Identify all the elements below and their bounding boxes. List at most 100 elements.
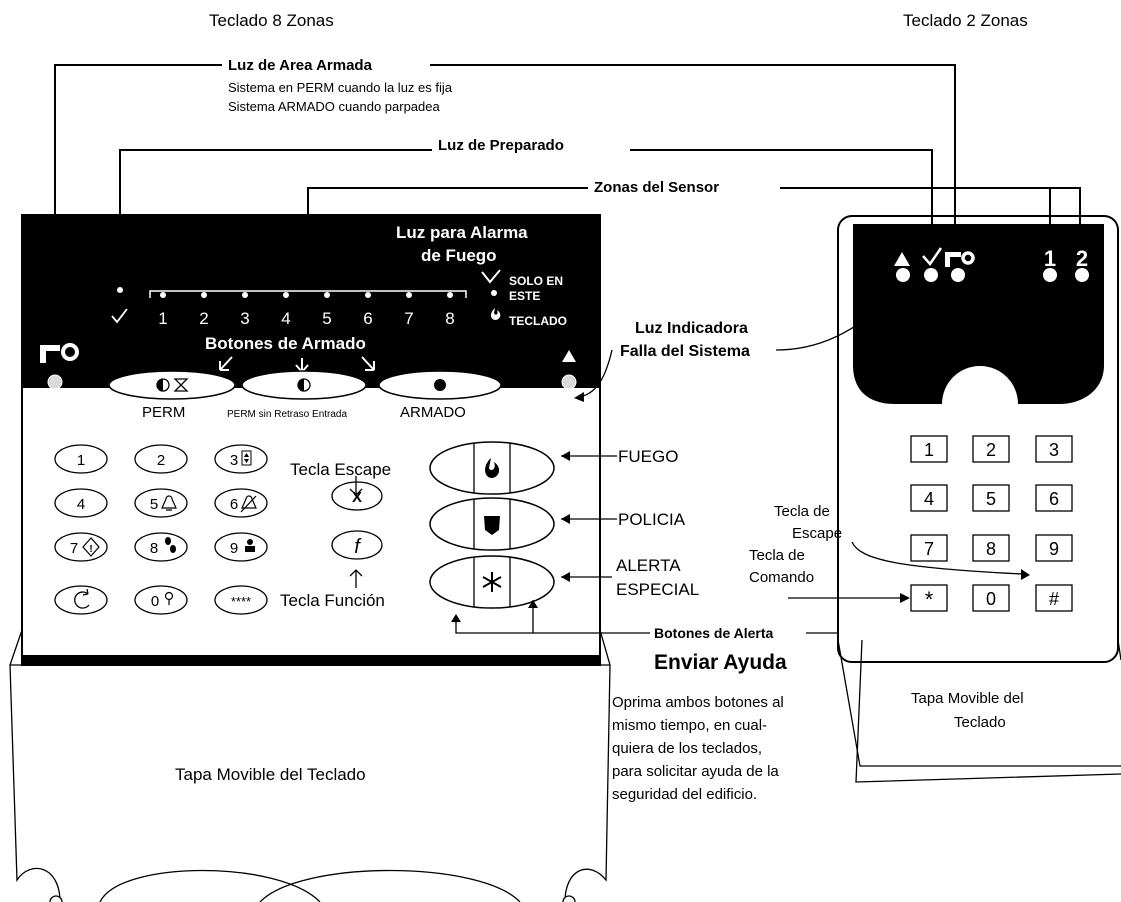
svg-text:2: 2 xyxy=(986,440,996,460)
magnifier-icon xyxy=(164,591,174,605)
key-4[interactable]: 4 xyxy=(910,484,948,512)
key-icon xyxy=(40,343,79,363)
svg-text:0: 0 xyxy=(151,593,159,610)
svg-text:1: 1 xyxy=(77,452,85,469)
svg-text:6: 6 xyxy=(1049,489,1059,509)
armed-button[interactable] xyxy=(378,370,502,400)
key-8[interactable]: 8 xyxy=(134,532,188,562)
svg-text:3: 3 xyxy=(1049,440,1059,460)
escape-right-callout-1: Tecla de xyxy=(774,503,830,520)
zone-led xyxy=(160,292,166,298)
left-keypad-title: Teclado 8 Zonas xyxy=(209,11,334,30)
police-callout: POLICIA xyxy=(618,510,686,529)
escape-key[interactable]: X xyxy=(331,481,383,511)
special-alert-button[interactable] xyxy=(429,555,555,609)
triangle-icon xyxy=(894,252,910,266)
fire-icon xyxy=(490,308,501,320)
svg-text:f: f xyxy=(354,536,362,558)
key-8[interactable]: 8 xyxy=(972,534,1010,562)
alert-buttons-callout: Botones de Alerta xyxy=(654,625,773,641)
armed-label: ARMADO xyxy=(400,404,466,421)
key-7[interactable]: 7 ! xyxy=(54,532,108,562)
svg-text:7: 7 xyxy=(924,539,934,559)
command-key-callout-2: Comando xyxy=(749,569,814,586)
key-7[interactable]: 7 xyxy=(910,534,948,562)
zone-label: 7 xyxy=(404,309,413,328)
police-alert-button[interactable] xyxy=(429,497,555,551)
key-0[interactable]: 0 xyxy=(134,585,188,615)
check-icon xyxy=(922,247,943,267)
key-3[interactable]: 3 xyxy=(1035,435,1073,463)
zone-led xyxy=(447,292,453,298)
svg-text:5: 5 xyxy=(150,496,158,513)
svg-text:8: 8 xyxy=(986,539,996,559)
key-4[interactable]: 4 xyxy=(54,488,108,518)
zone-led xyxy=(365,292,371,298)
left-keypad-cover[interactable] xyxy=(9,629,611,902)
fire-light-callout-line1: Luz para Alarma xyxy=(396,223,528,242)
check-icon xyxy=(111,308,128,324)
key-2[interactable]: 2 xyxy=(134,444,188,474)
right-cover-label-2: Teclado xyxy=(954,714,1006,731)
key-2[interactable]: 2 xyxy=(972,435,1010,463)
svg-text:*: * xyxy=(925,587,934,612)
zone-led xyxy=(1075,268,1089,282)
hourglass-icon xyxy=(173,378,189,392)
redo-key[interactable] xyxy=(54,585,108,615)
help-note-line: para solicitar ayuda de la xyxy=(612,763,779,780)
only-this-keypad-3: TECLADO xyxy=(509,314,567,328)
code-key[interactable]: **** xyxy=(214,585,268,615)
armed-light-callout: Luz de Area Armada xyxy=(228,57,373,74)
trouble-led xyxy=(896,268,910,282)
zone-label: 4 xyxy=(281,309,290,328)
key-9[interactable]: 9 xyxy=(214,532,268,562)
special-alert-callout-2: ESPECIAL xyxy=(616,580,699,599)
svg-text:4: 4 xyxy=(924,489,934,509)
svg-text:9: 9 xyxy=(1049,539,1059,559)
escape-key-callout: Tecla Escape xyxy=(290,460,391,479)
svg-text:0: 0 xyxy=(986,589,996,609)
fire-light-callout-line2: de Fuego xyxy=(421,246,497,265)
svg-text:3: 3 xyxy=(230,452,238,469)
key-9[interactable]: 9 xyxy=(1035,534,1073,562)
only-this-keypad-2: ESTE xyxy=(509,289,540,303)
perm-button[interactable] xyxy=(108,370,236,400)
key-1[interactable]: 1 xyxy=(910,435,948,463)
key-1[interactable]: 1 xyxy=(54,444,108,474)
fire-alert-button[interactable] xyxy=(429,441,555,495)
triangle-icon xyxy=(562,350,576,362)
perm-no-delay-label: PERM sin Retraso Entrada xyxy=(227,409,347,420)
key-6[interactable]: 6 xyxy=(1035,484,1073,512)
send-help-title: Enviar Ayuda xyxy=(654,651,787,674)
key-5[interactable]: 5 xyxy=(972,484,1010,512)
person-icon xyxy=(245,539,255,552)
ready-light-callout: Luz de Preparado xyxy=(438,137,564,154)
armed-note-flashing: Sistema ARMADO cuando parpadea xyxy=(228,99,440,114)
svg-text:1: 1 xyxy=(924,440,934,460)
help-note-line: mismo tiempo, en cual- xyxy=(612,717,767,734)
key-hash[interactable]: # xyxy=(1035,584,1073,612)
function-key[interactable]: f xyxy=(331,530,383,560)
fire-callout: FUEGO xyxy=(618,447,678,466)
zone-led xyxy=(406,292,412,298)
ready-led xyxy=(924,268,938,282)
redo-icon xyxy=(74,588,90,609)
key-star[interactable]: * xyxy=(910,584,948,612)
perm-no-delay-button[interactable] xyxy=(241,370,367,400)
bell-icon xyxy=(161,495,177,511)
asterisk-icon xyxy=(482,572,502,592)
svg-text:2: 2 xyxy=(157,452,165,469)
svg-text:7: 7 xyxy=(70,540,78,557)
key-6[interactable]: 6 xyxy=(214,488,268,518)
zone-label: 8 xyxy=(445,309,454,328)
zone-label: 3 xyxy=(240,309,249,328)
armed-note-steady: Sistema en PERM cuando la luz es fija xyxy=(228,80,453,95)
zone-label: 6 xyxy=(363,309,372,328)
key-0[interactable]: 0 xyxy=(972,584,1010,612)
key-3[interactable]: 3 xyxy=(214,444,268,474)
zone-led xyxy=(242,292,248,298)
escape-right-callout-2: Escape xyxy=(792,525,842,542)
key-5[interactable]: 5 xyxy=(134,488,188,518)
fire-led xyxy=(491,290,497,296)
perm-label: PERM xyxy=(142,404,185,421)
